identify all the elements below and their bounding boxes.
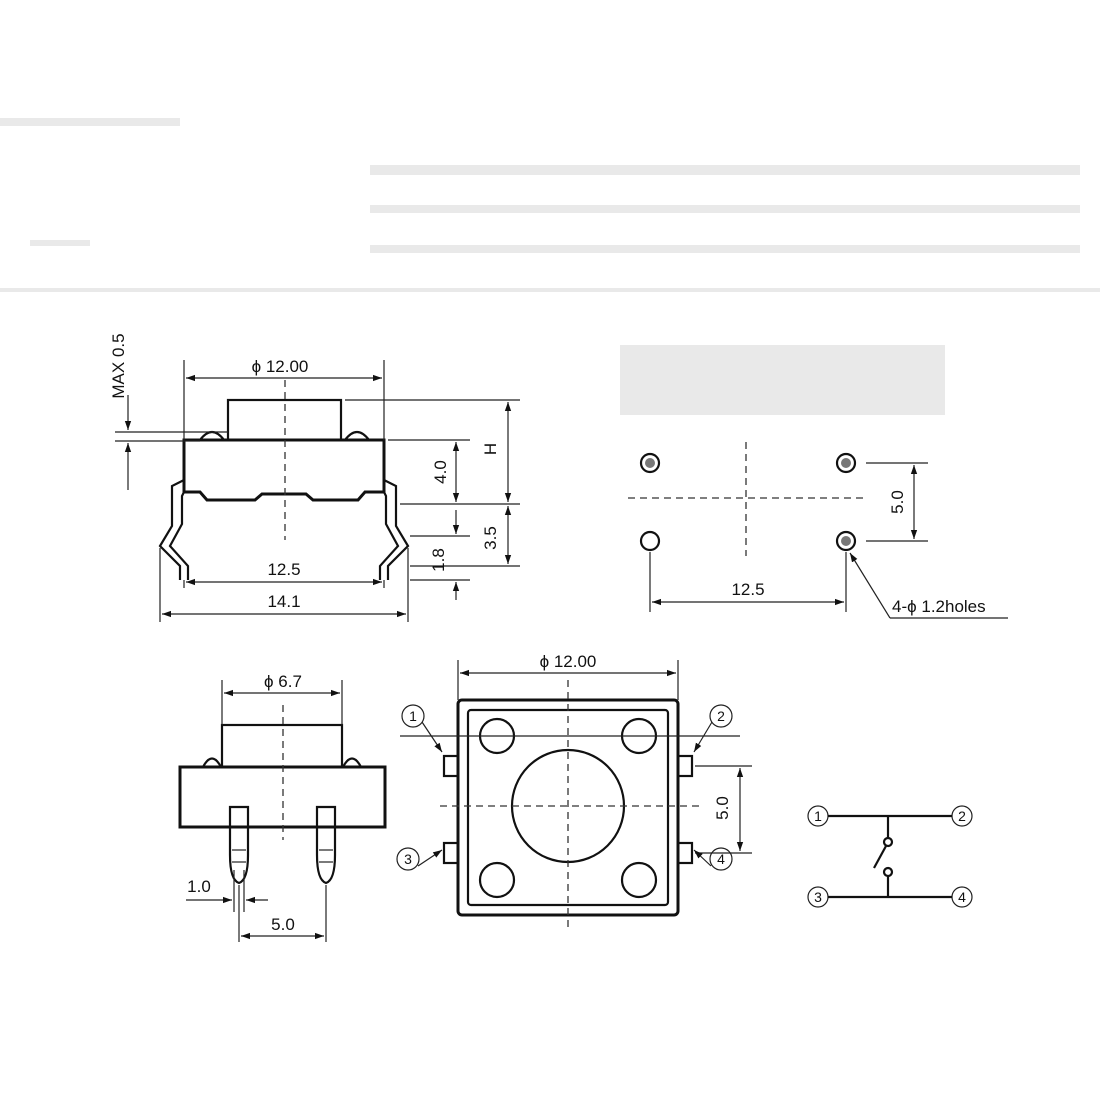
hole-3 xyxy=(639,530,661,552)
front-view-pin-right xyxy=(315,805,337,885)
button-diameter-label: ϕ 6.7 xyxy=(264,672,302,691)
top-view-tab-4 xyxy=(676,841,694,865)
top-view-tab-1 xyxy=(442,754,460,778)
schematic-switch-contact xyxy=(873,845,887,869)
side-view-bump-right xyxy=(344,430,370,441)
body-height-label: 4.0 xyxy=(431,460,450,484)
pcb-column-pitch-label: 12.5 xyxy=(731,580,764,599)
background-watermark xyxy=(0,118,1100,415)
hole-4 xyxy=(835,530,857,552)
max-height-label: MAX 0.5 xyxy=(109,333,128,398)
pcb-holes-label: 4-ϕ 1.2holes xyxy=(892,597,986,616)
side-pitch-label: 12.5 xyxy=(267,560,300,579)
top-pin-marker-2: 2 xyxy=(693,704,733,753)
top-view-tab-3 xyxy=(442,841,460,865)
hole-1 xyxy=(639,452,661,474)
side-diameter-label: ϕ 12.00 xyxy=(252,357,309,376)
top-pin-marker-4: 4 xyxy=(693,847,733,871)
front-view: ϕ 6.7 1.0 5.0 xyxy=(178,672,387,942)
pcb-hole-layout: 5.0 12.5 4-ϕ 1.2holes xyxy=(628,442,1008,619)
side-view: ϕ 12.00 MAX 0.5 H 4.0 3.5 1.8 12.5 xyxy=(109,333,520,622)
svg-text:1: 1 xyxy=(409,708,417,724)
side-view-lead-right xyxy=(383,479,410,580)
front-view-cap xyxy=(220,723,344,769)
hole-2 xyxy=(835,452,857,474)
top-diameter-label: ϕ 12.00 xyxy=(540,652,597,671)
pin-width-label: 1.0 xyxy=(187,877,211,896)
lead-length-label: 3.5 xyxy=(481,526,500,550)
height-label: H xyxy=(481,443,500,455)
pcb-row-pitch-label: 5.0 xyxy=(888,490,907,514)
switch-schematic: 1 2 3 4 xyxy=(807,805,973,908)
svg-text:1: 1 xyxy=(814,808,822,824)
svg-text:2: 2 xyxy=(717,708,725,724)
top-view-post-4 xyxy=(620,861,658,899)
front-view-pin-left xyxy=(228,805,250,885)
svg-text:2: 2 xyxy=(958,808,966,824)
top-pin-marker-3: 3 xyxy=(396,847,443,871)
top-view-tab-2 xyxy=(676,754,694,778)
svg-text:4: 4 xyxy=(717,851,725,867)
bend-height-label: 1.8 xyxy=(429,548,448,572)
top-view-post-3 xyxy=(478,861,516,899)
top-pitch-label: 5.0 xyxy=(713,796,732,820)
side-view-lead-left xyxy=(158,479,185,580)
top-pin-marker-1: 1 xyxy=(401,704,443,753)
side-overall-label: 14.1 xyxy=(267,592,300,611)
svg-text:3: 3 xyxy=(404,851,412,867)
side-view-body xyxy=(182,438,386,502)
pin-pitch-label: 5.0 xyxy=(271,915,295,934)
svg-text:4: 4 xyxy=(958,889,966,905)
top-view: ϕ 12.00 5.0 1 2 3 4 xyxy=(396,652,752,930)
svg-text:3: 3 xyxy=(814,889,822,905)
